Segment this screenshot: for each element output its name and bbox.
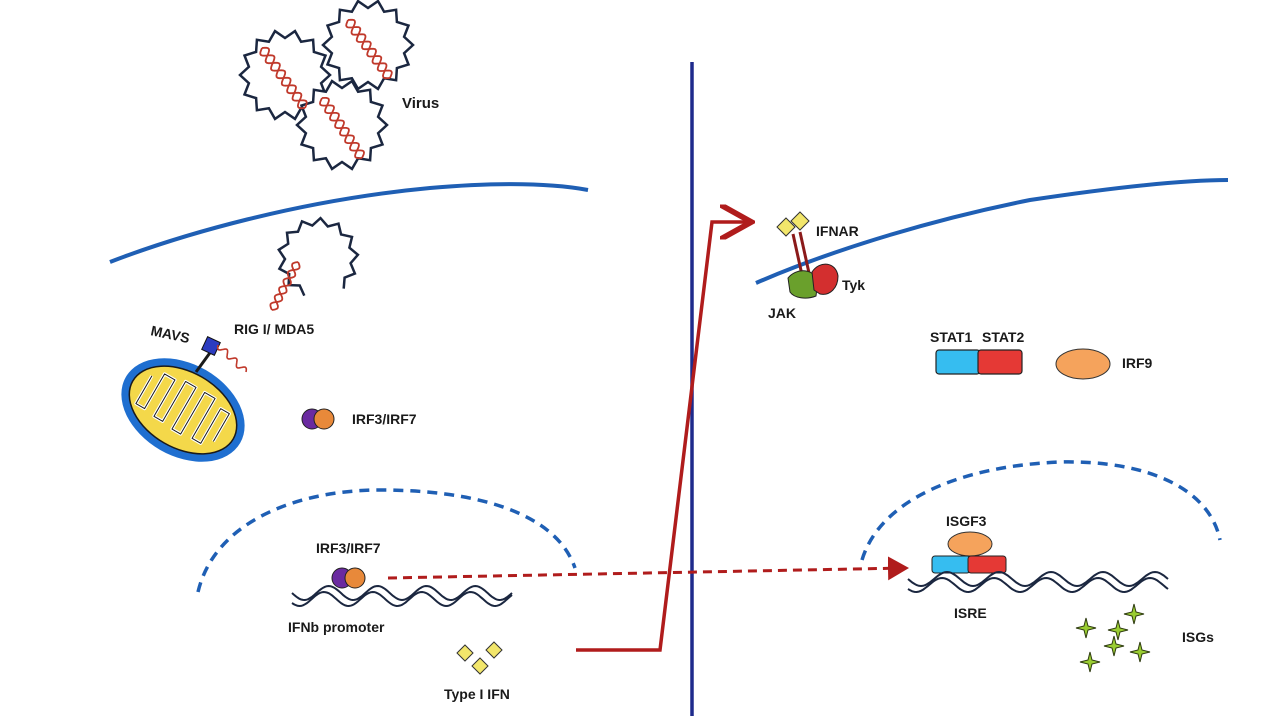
isg-star-icon xyxy=(1103,635,1125,657)
stat1-icon xyxy=(935,349,981,375)
mavs-stalk xyxy=(194,349,214,373)
jak-label: JAK xyxy=(768,305,796,321)
ifnb-dna-strand xyxy=(291,590,513,608)
irf3-irf7-promoter-bound-icon xyxy=(331,567,366,589)
left-cell-membrane xyxy=(109,182,589,264)
isg-star-icon xyxy=(1129,641,1151,663)
viral-rna-icon xyxy=(261,46,306,110)
isgs-label: ISGs xyxy=(1182,629,1214,645)
jak-icon xyxy=(787,270,819,299)
mitochondrion-icon xyxy=(121,358,245,462)
isg-star-icon xyxy=(1079,651,1101,673)
isg-star-icon xyxy=(1123,603,1145,625)
isg-star-icon xyxy=(1075,617,1097,639)
isgf3-stat2-icon xyxy=(967,555,1007,574)
right-nuclear-envelope xyxy=(860,460,1222,561)
irf3-irf7-nucleus-label: IRF3/IRF7 xyxy=(316,540,381,556)
isgf3-stat1-icon xyxy=(931,555,971,574)
isre-dna-strand xyxy=(907,576,1169,594)
isgf3-label: ISGF3 xyxy=(946,513,987,529)
isre-label: ISRE xyxy=(954,605,987,621)
mavs-label: MAVS xyxy=(149,322,191,346)
ifnb-dna-strand xyxy=(291,584,513,602)
irf3-irf7-cytoplasm-label: IRF3/IRF7 xyxy=(352,411,417,427)
isgs-icon xyxy=(1075,603,1151,673)
type-i-ifn-icon xyxy=(456,641,503,675)
virus-icon xyxy=(321,0,415,91)
ifnar-label: IFNAR xyxy=(816,223,859,239)
tyk-icon xyxy=(811,263,839,295)
tyk-label: Tyk xyxy=(842,277,865,293)
stat2-icon xyxy=(977,349,1023,375)
ifnb-promoter-label: IFNb promoter xyxy=(288,619,385,635)
viral-rna-icon xyxy=(321,97,363,159)
rig-mda5-label: RIG I/ MDA5 xyxy=(234,321,314,337)
uncoating-capsid-icon xyxy=(277,216,360,297)
ifn-secretion-arrow xyxy=(576,222,748,652)
left-nuclear-envelope xyxy=(196,488,577,593)
irf9-icon xyxy=(1055,348,1111,380)
stat2-label: STAT2 xyxy=(982,329,1024,345)
transcription-dashed-arrow xyxy=(387,556,909,581)
stat1-label: STAT1 xyxy=(930,329,972,345)
released-rna-icon xyxy=(269,261,301,311)
isg-star-icon xyxy=(1107,619,1129,641)
isre-dna-strand xyxy=(907,570,1169,588)
viral-rna-icon xyxy=(347,18,391,80)
irf9-label: IRF9 xyxy=(1122,355,1153,371)
virus-particles xyxy=(238,0,415,171)
irf3-irf7-dimer-icon xyxy=(301,408,335,430)
virus-label: Virus xyxy=(402,95,439,112)
mavs-bound-rna-icon xyxy=(216,344,248,373)
type-i-ifn-label: Type I IFN xyxy=(444,686,510,702)
right-cell-membrane xyxy=(755,178,1229,285)
isgf3-irf9-icon xyxy=(947,531,993,557)
